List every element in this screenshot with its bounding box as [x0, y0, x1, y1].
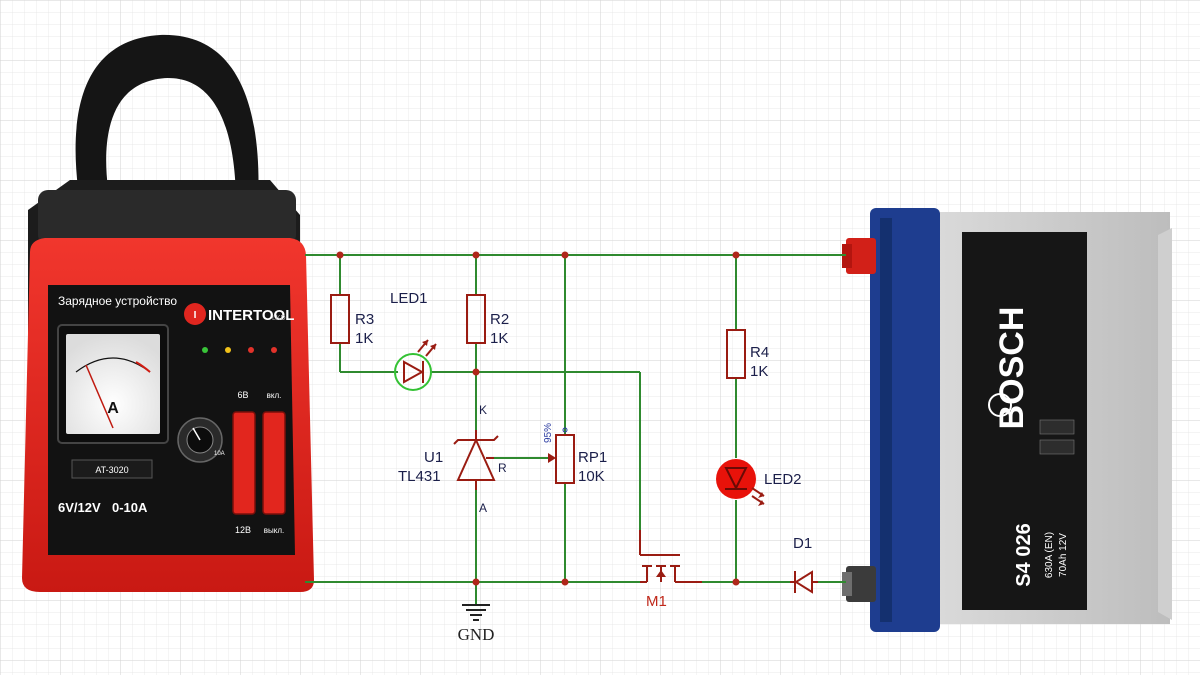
rp1-body [555, 434, 575, 484]
d1-name: D1 [793, 535, 812, 552]
battery-icon-box-2 [1039, 439, 1075, 455]
rp1-potentiometer [548, 427, 575, 484]
model-plate [71, 459, 153, 479]
negative-terminal-post [842, 572, 852, 596]
junction-led2 [732, 578, 740, 586]
r2-name: R2 [490, 311, 509, 328]
battery-side-edge [1158, 228, 1172, 620]
charger-brand-suffix: LKD [272, 315, 286, 322]
charger-current: 0-10A [112, 500, 148, 515]
rp1-name: RP1 [578, 449, 607, 466]
battery-spec-capacity: 70Ah 12V [1058, 533, 1069, 577]
battery-brand: BOSCH [993, 307, 1031, 430]
battery-charger: Зарядное устройство I INTERTOOL LKD A 6В… [22, 34, 314, 592]
negative-terminal [846, 566, 876, 602]
charger-brand: INTERTOOL [208, 307, 294, 324]
charger-handle [75, 34, 259, 205]
junction-rp1-bottom [561, 578, 569, 586]
junction-rp1-top [561, 251, 569, 259]
u1-shunt-regulator [453, 430, 499, 490]
led1-diode [394, 339, 437, 391]
junction-r4 [732, 251, 740, 259]
r3-name: R3 [355, 311, 374, 328]
charger-voltage: 6V/12V [58, 500, 101, 515]
knob-label: 10A [214, 451, 225, 457]
junction-r3 [336, 251, 344, 259]
led2-glow [716, 459, 756, 499]
current-knob-pointer [192, 427, 201, 441]
positive-terminal-post [842, 244, 852, 268]
bosch-logo-icon [988, 393, 1012, 417]
battery-icon-box-1 [1039, 419, 1075, 435]
ammeter-needle [85, 364, 114, 429]
rp1-wiper-arrow [548, 453, 556, 463]
junctions [336, 251, 740, 586]
junction-r2 [472, 251, 480, 259]
ground-label: GND [458, 625, 495, 644]
rp1-setting: 95% [543, 423, 554, 443]
switch-12v-label: 12В [235, 525, 251, 535]
r3-value: 1K [355, 330, 373, 347]
indicator-light-yellow [225, 347, 231, 353]
intertool-logo-icon [184, 303, 206, 325]
led2-diode [716, 459, 765, 506]
r4-value: 1K [750, 363, 768, 380]
led2-arrowhead-2 [758, 500, 764, 506]
d1-diode [790, 570, 818, 594]
ammeter-red-zone [135, 361, 151, 373]
m1-body-arrow [656, 570, 666, 577]
rp1-value: 10K [578, 468, 605, 485]
charger-top-shell [38, 190, 296, 245]
logo-letter: I [194, 310, 197, 321]
led1-arrowhead-2 [430, 344, 436, 350]
led1-name: LED1 [390, 290, 428, 307]
junction-cathode [472, 368, 480, 376]
ammeter-unit: A [107, 400, 119, 417]
led2-triangle [724, 467, 748, 491]
battery-model: S4 026 [1013, 523, 1035, 586]
switch-off-label: выкл. [264, 526, 284, 535]
r3-resistor [330, 294, 350, 344]
charger-title: Зарядное устройство [58, 294, 177, 308]
led2-arrowhead-1 [758, 492, 764, 498]
junction-ground [472, 578, 480, 586]
m1-name: M1 [646, 593, 667, 610]
switch-6v-label: 6В [237, 390, 248, 400]
m1-mosfet [639, 530, 702, 583]
led1-arrowhead-1 [422, 340, 428, 346]
battery-lid-shadow [880, 218, 892, 622]
voltage-switch[interactable] [232, 411, 256, 515]
r2-resistor [466, 294, 486, 344]
circuit-wires [305, 254, 846, 604]
r4-name: R4 [750, 344, 769, 361]
r4-resistor [726, 329, 746, 379]
indicator-light-red-2 [271, 347, 277, 353]
led1-highlight-ring [394, 353, 432, 391]
indicator-light-red [248, 347, 254, 353]
u1-name: U1 [424, 449, 443, 466]
positive-terminal [846, 238, 876, 274]
u1-part: TL431 [398, 468, 441, 485]
u1-pin-r: R [498, 461, 507, 475]
r2-value: 1K [490, 330, 508, 347]
battery-spec-cca: 630A (EN) [1044, 532, 1055, 578]
u1-pin-k: K [479, 403, 487, 417]
power-switch[interactable] [262, 411, 286, 515]
rp1-setting-dot [562, 427, 568, 433]
ammeter-face [66, 334, 160, 434]
car-battery: BOSCH S4 026 630A (EN) 70Ah 12V [842, 208, 1172, 632]
charger-model: AT-3020 [95, 465, 128, 475]
u1-pin-a: A [479, 501, 487, 515]
indicator-light-green [202, 347, 208, 353]
switch-on-label: вкл. [267, 391, 282, 400]
led2-name: LED2 [764, 471, 802, 488]
ground-symbol [462, 604, 490, 621]
led1-triangle [403, 360, 425, 384]
